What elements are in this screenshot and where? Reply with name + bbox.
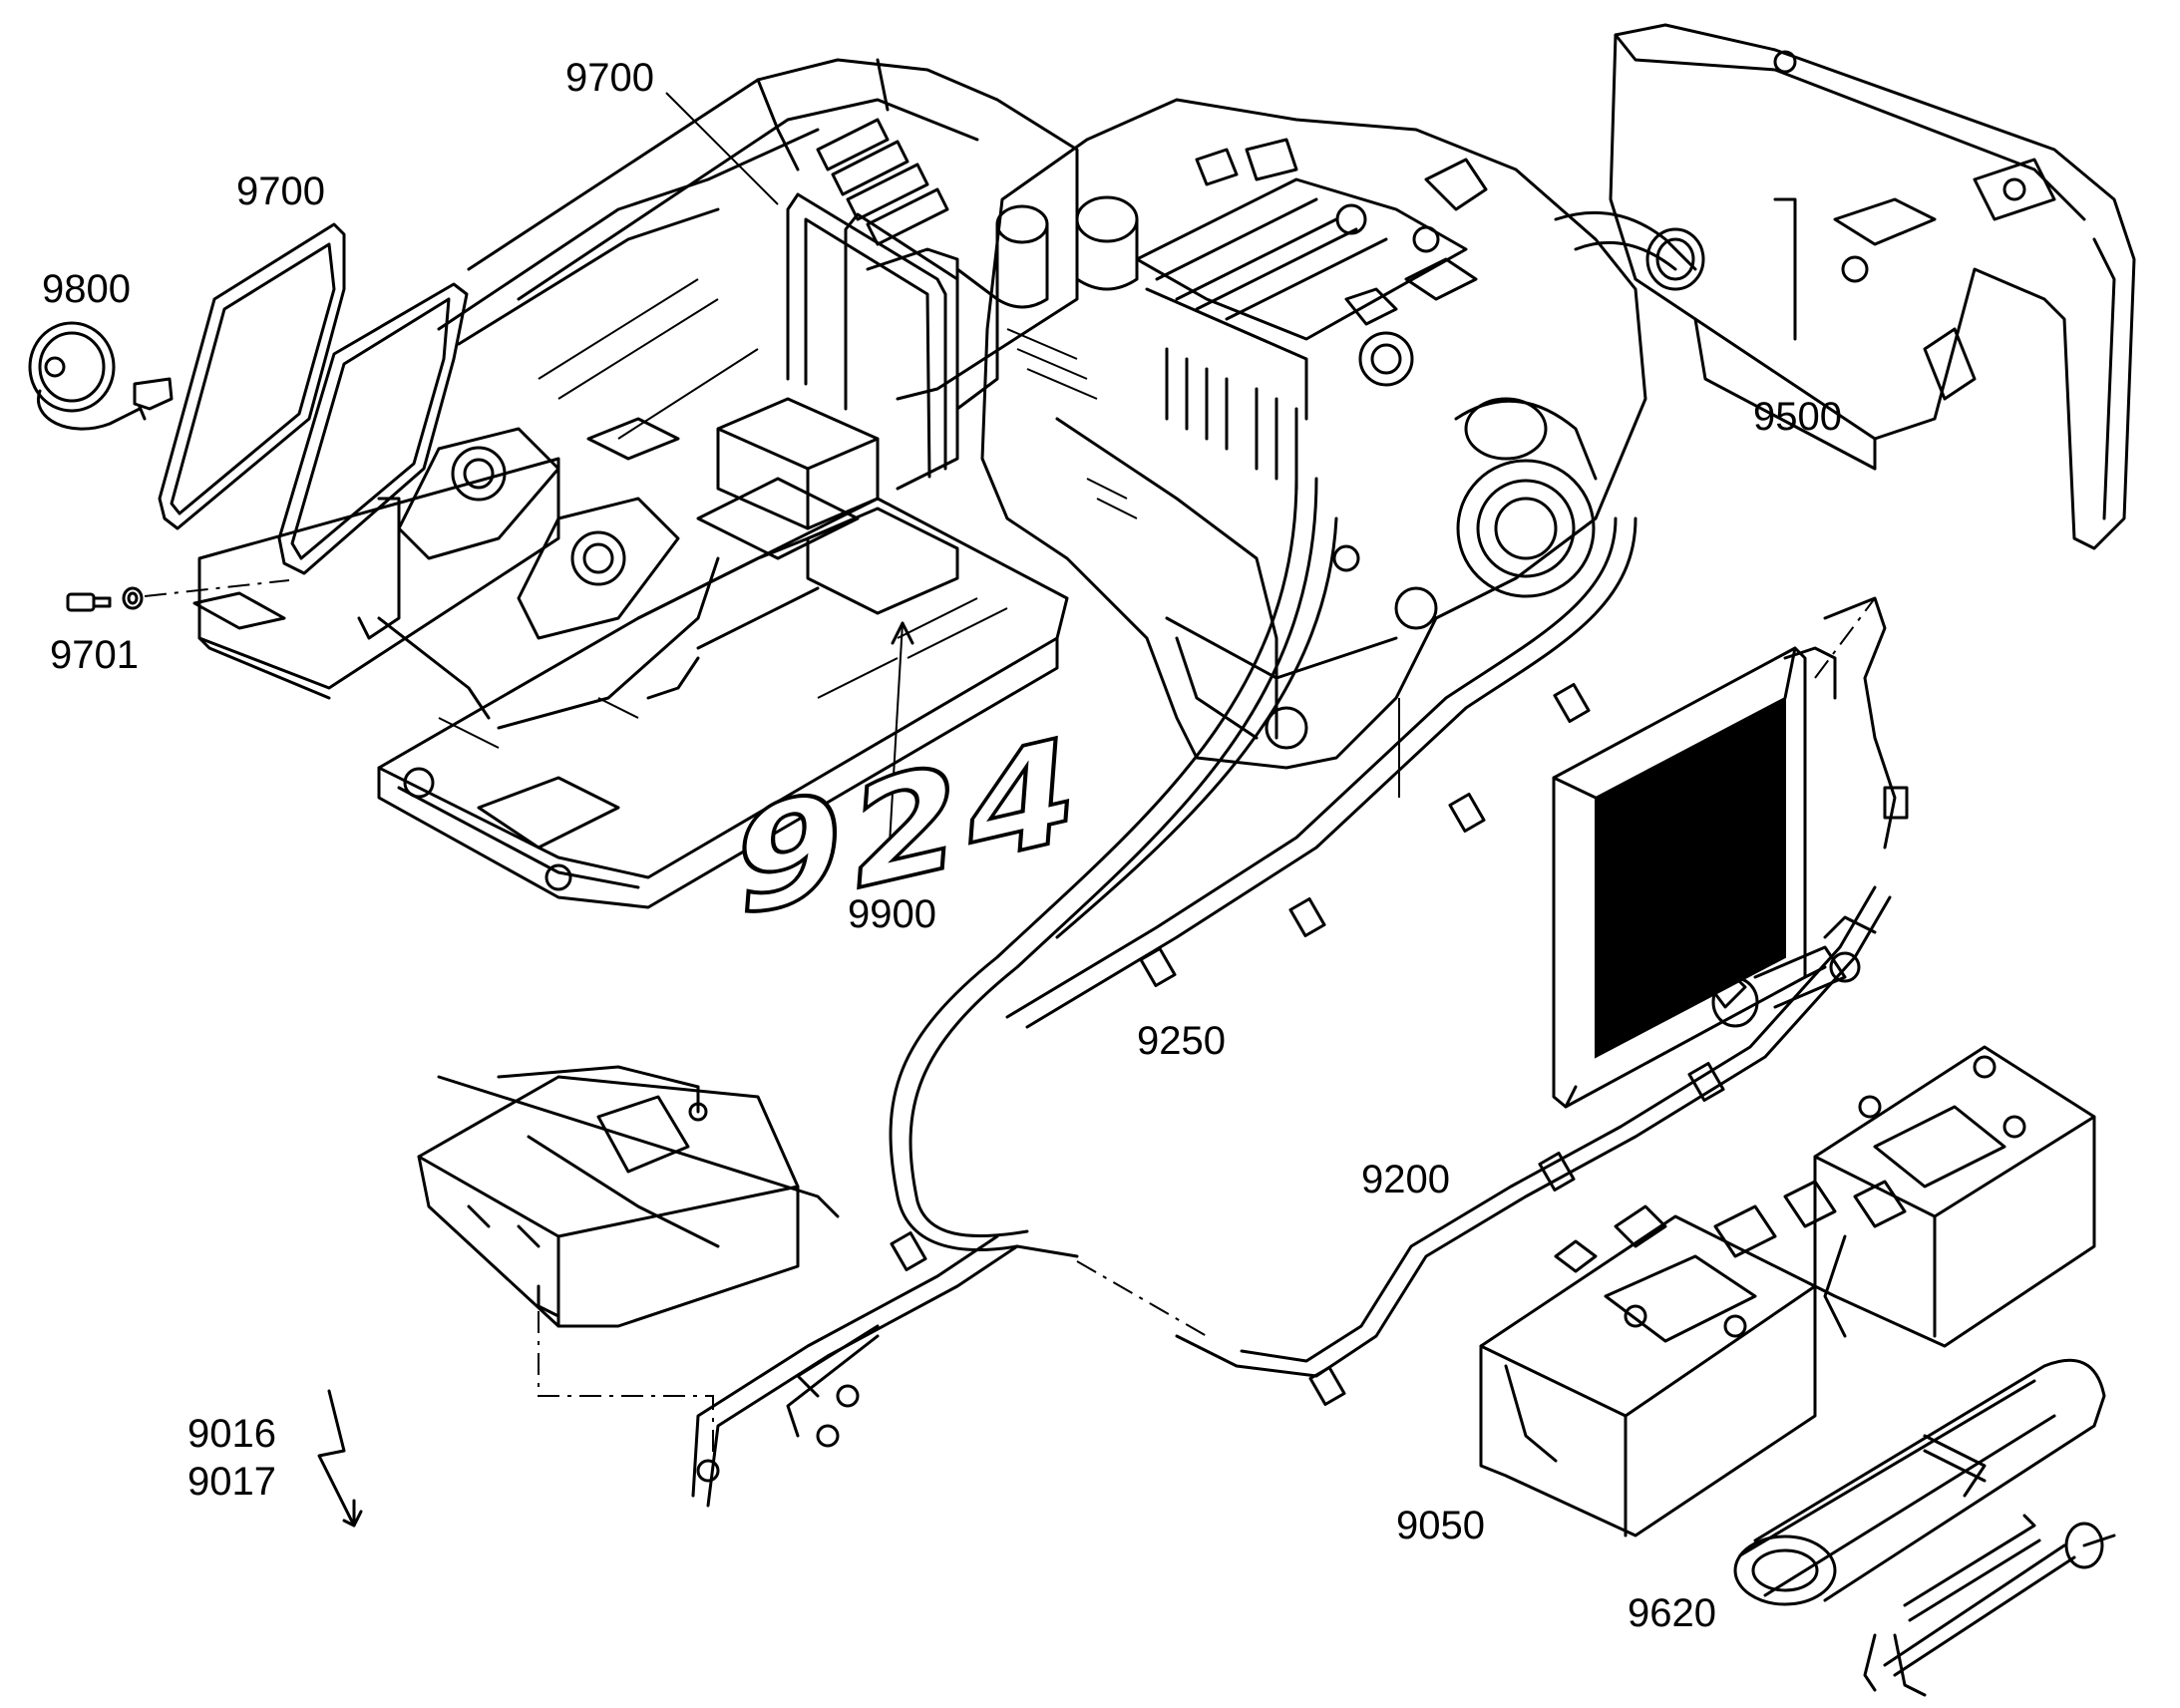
wiring-harness	[691, 477, 1909, 1508]
cooler-cover	[1609, 23, 2136, 550]
callout-9500: 9500	[1753, 395, 1842, 439]
electrical-box	[317, 1065, 840, 1528]
condenser-radiator	[1552, 646, 1877, 1109]
handrail-leader-line	[665, 92, 779, 205]
engine-assembly	[980, 98, 1705, 798]
callout-9200: 9200	[1361, 1158, 1450, 1201]
handrail-left	[158, 222, 469, 575]
callout-9050: 9050	[1396, 1504, 1485, 1547]
callout-9700-left: 9700	[236, 170, 325, 213]
callout-9017: 9017	[187, 1460, 276, 1504]
mirror-assembly	[28, 321, 174, 431]
callout-9620: 9620	[1628, 1591, 1716, 1635]
callout-9800: 9800	[42, 267, 131, 311]
callout-9016: 9016	[187, 1412, 276, 1456]
decal-leader-arrow	[891, 621, 914, 645]
callout-9701: 9701	[50, 633, 139, 677]
callout-9700-top: 9700	[565, 56, 654, 100]
decal-leader-line	[887, 622, 904, 878]
upper-frame	[192, 58, 1079, 909]
battery-pair	[1479, 1045, 2096, 1537]
callout-9900: 9900	[848, 892, 936, 936]
bolt-and-washer	[66, 579, 290, 612]
callout-9250: 9250	[1137, 1019, 1226, 1063]
booster-cable-kit	[1733, 1358, 2116, 1697]
